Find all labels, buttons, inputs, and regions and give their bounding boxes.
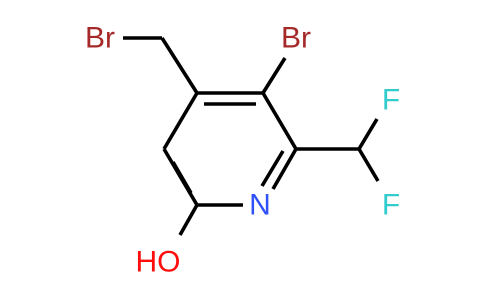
bond-c6-c5-inner — [171, 161, 193, 194]
bond-c5-c4 — [162, 92, 199, 150]
atom-f-top: F — [382, 84, 400, 117]
bond-ch2-c4 — [160, 37, 199, 94]
bond-c2-n — [271, 148, 298, 190]
bond-c2-n-inner — [260, 150, 285, 187]
atom-n-ring: N — [249, 189, 271, 222]
atom-br-ring: Br — [281, 22, 311, 55]
bond-c3-c2 — [261, 92, 298, 150]
atom-br-methyl: Br — [85, 22, 115, 55]
bond-c6-oh — [178, 204, 199, 236]
atom-f-bottom: F — [382, 189, 400, 222]
bond-c3-br — [261, 57, 287, 94]
bond-chf2-f-top — [357, 118, 379, 150]
bond-chf2-f-bottom — [357, 148, 380, 182]
atom-label-layer: Br Br F F N HO — [85, 22, 400, 279]
bond-layer — [123, 36, 380, 236]
atom-hydroxyl: HO — [136, 246, 181, 279]
